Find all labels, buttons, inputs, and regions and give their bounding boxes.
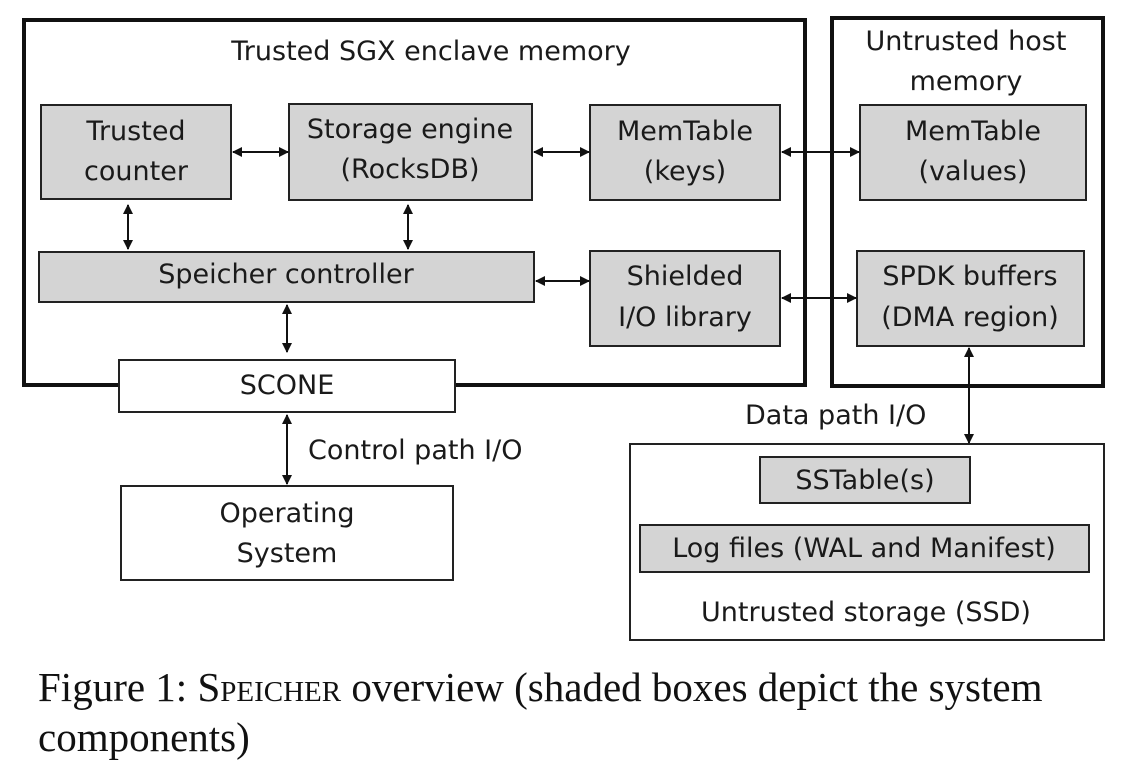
svg-text:(keys): (keys) <box>644 156 726 187</box>
host-region-title-line2: memory <box>910 66 1023 97</box>
svg-text:SCONE: SCONE <box>240 370 335 401</box>
caption-prefix: Figure 1: <box>38 664 198 710</box>
storage-region-title: Untrusted storage (SSD) <box>701 597 1031 628</box>
svg-text:I/O library: I/O library <box>618 302 752 333</box>
svg-text:SSTable(s): SSTable(s) <box>795 465 934 496</box>
memtable-keys-box: MemTable (keys) <box>589 104 781 201</box>
enclave-region-title: Trusted SGX enclave memory <box>230 36 630 67</box>
scone-box: SCONE <box>118 359 456 413</box>
storage-engine-box: Storage engine (RocksDB) <box>288 103 533 201</box>
svg-text:Shielded: Shielded <box>627 261 744 292</box>
spdk-buffers-box: SPDK buffers (DMA region) <box>856 250 1085 347</box>
svg-text:counter: counter <box>84 156 189 187</box>
svg-text:Trusted: Trusted <box>85 116 185 147</box>
operating-system-box: Operating System <box>120 485 454 581</box>
memtable-values-box: MemTable (values) <box>859 104 1087 201</box>
svg-text:SPDK buffers: SPDK buffers <box>882 261 1057 292</box>
svg-text:(DMA region): (DMA region) <box>881 302 1059 333</box>
caption-suffix: overview (shaded boxes depict the system… <box>38 664 1043 760</box>
sstables-box: SSTable(s) <box>759 456 971 504</box>
log-files-box: Log files (WAL and Manifest) <box>639 524 1090 573</box>
caption-system-name: Speicher <box>197 664 342 710</box>
host-region-title-line1: Untrusted host <box>866 26 1067 57</box>
svg-text:MemTable: MemTable <box>617 116 753 147</box>
svg-text:(RocksDB): (RocksDB) <box>341 154 480 185</box>
shielded-io-library-box: Shielded I/O library <box>589 250 781 347</box>
data-path-label: Data path I/O <box>745 400 926 431</box>
architecture-diagram: Trusted SGX enclave memory Untrusted hos… <box>22 16 1105 641</box>
svg-text:MemTable: MemTable <box>905 116 1041 147</box>
svg-text:Log files (WAL and Manifest): Log files (WAL and Manifest) <box>672 533 1056 564</box>
svg-text:Speicher controller: Speicher controller <box>158 259 414 290</box>
speicher-controller-box: Speicher controller <box>38 251 535 303</box>
control-path-label: Control path I/O <box>308 435 522 466</box>
svg-text:(values): (values) <box>919 156 1028 187</box>
svg-text:Operating: Operating <box>220 498 355 529</box>
figure-caption: Figure 1: Speicher overview (shaded boxe… <box>38 662 1098 762</box>
svg-text:Storage engine: Storage engine <box>307 114 513 145</box>
svg-text:System: System <box>237 538 338 569</box>
trusted-counter-box: Trusted counter <box>40 104 232 200</box>
untrusted-storage-region <box>629 443 1105 641</box>
